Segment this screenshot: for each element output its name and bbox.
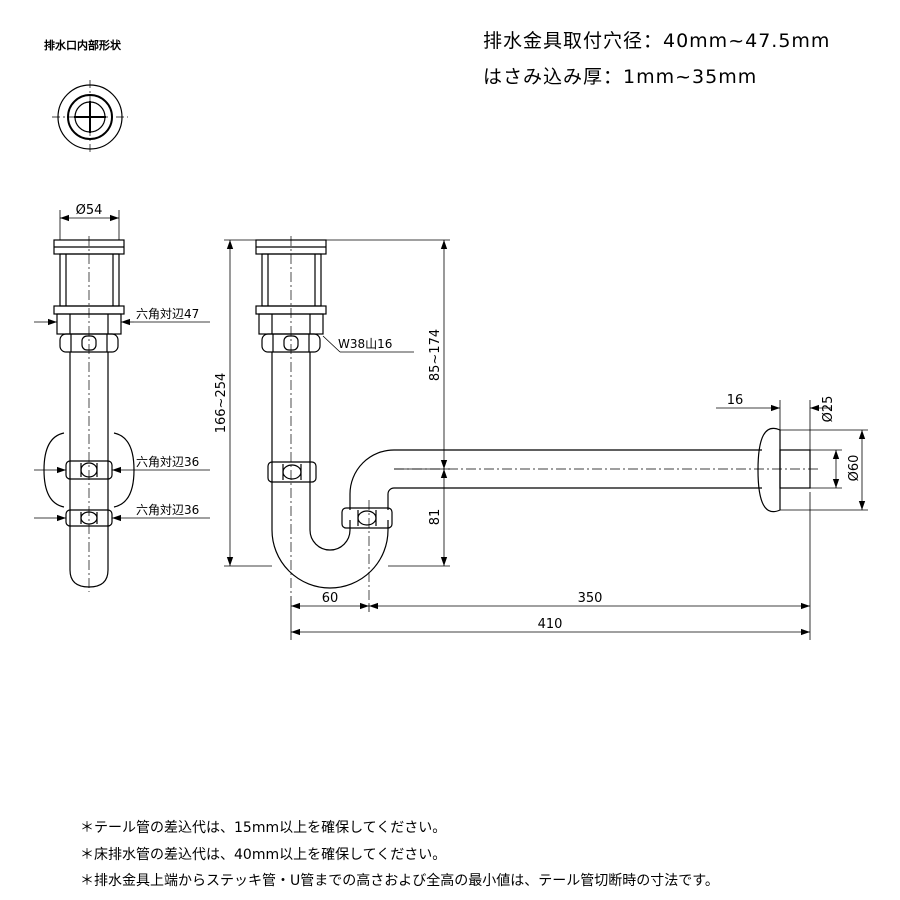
note-floor-drain: ＊床排水管の差込代は、40mm以上を確保してください。 bbox=[80, 847, 447, 863]
label-hex36-upper: 六角対辺36 bbox=[136, 455, 199, 469]
label-thread: W38山16 bbox=[338, 337, 392, 351]
label-height-upper: 85~174 bbox=[428, 329, 443, 381]
label-dia54: Ø54 bbox=[76, 203, 103, 218]
label-len350: 350 bbox=[578, 591, 603, 606]
label-dia60: Ø60 bbox=[847, 455, 862, 482]
side-view-left bbox=[34, 210, 210, 592]
label-height-total: 166~254 bbox=[214, 373, 229, 434]
spec-hole-diameter: 排水金具取付穴径：40mm~47.5mm bbox=[483, 30, 831, 52]
label-len410: 410 bbox=[538, 617, 563, 632]
note-minimum-height: ＊排水金具上端からステッキ管・U管までの高さおよび全高の最小値は、テール管切断時… bbox=[80, 873, 719, 889]
label-height-trap: 81 bbox=[428, 509, 443, 526]
spec-thickness: はさみ込み厚：1mm~35mm bbox=[483, 66, 758, 88]
dimension-lines bbox=[224, 239, 868, 640]
outlet-top-view bbox=[52, 80, 128, 154]
outlet-section-title: 排水口内部形状 bbox=[44, 39, 121, 52]
note-tail-pipe: ＊テール管の差込代は、15mm以上を確保してください。 bbox=[80, 820, 447, 836]
front-view-right bbox=[255, 236, 820, 604]
label-len60: 60 bbox=[322, 591, 339, 606]
label-dim16: 16 bbox=[727, 393, 744, 408]
label-hex36-lower: 六角対辺36 bbox=[136, 503, 199, 517]
label-dia25: Ø25 bbox=[821, 396, 836, 423]
label-hex47: 六角対辺47 bbox=[136, 307, 199, 321]
